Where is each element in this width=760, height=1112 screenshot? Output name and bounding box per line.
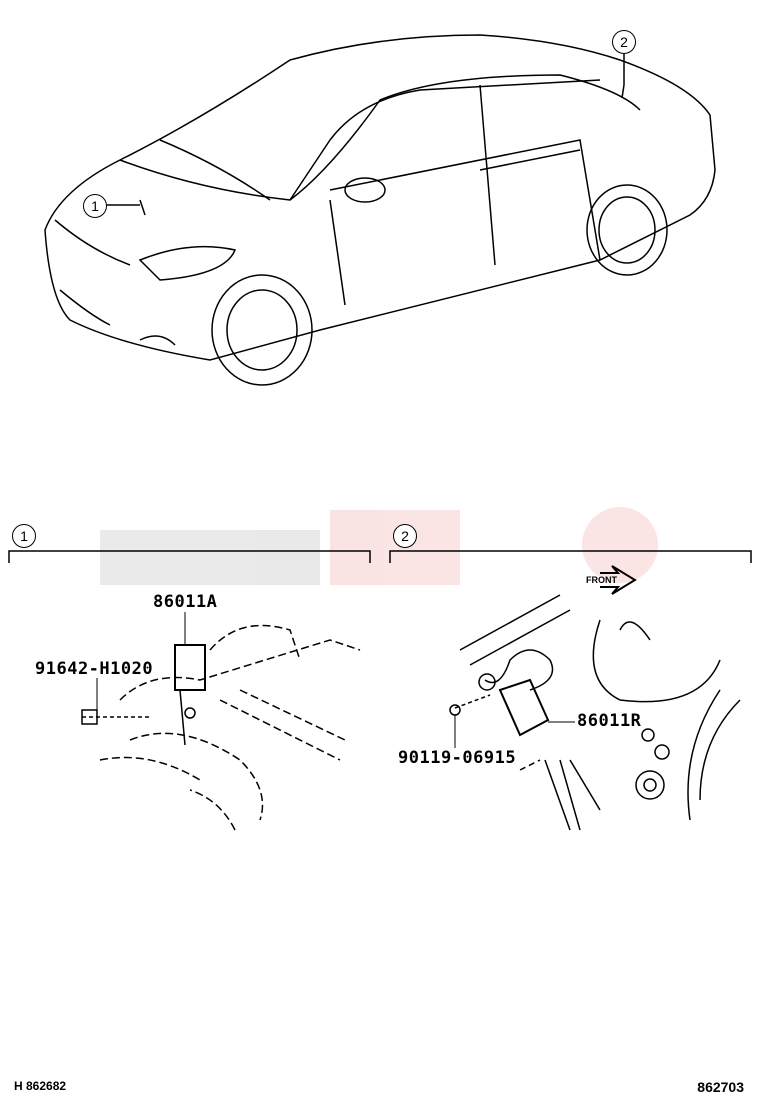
part-label-90119-06915: 90119-06915 [398,748,517,768]
part-label-91642-H1020: 91642-H1020 [35,659,154,679]
footer-right-code: 862703 [697,1079,744,1095]
view-1-drawing [99,624,361,831]
callout-2: 2 [612,30,636,54]
watermark-logo [100,507,658,585]
footer-left-code: H 862682 [14,1079,67,1093]
car-illustration [44,34,716,386]
part-label-86011A: 86011A [153,592,218,612]
callout-1: 1 [83,194,107,218]
view-1-callout: 1 [12,524,36,548]
view-2-drawing [459,594,741,831]
view-2-callout: 2 [393,524,417,548]
front-direction-label: FRONT [586,575,617,585]
part-label-86011R: 86011R [577,711,642,731]
